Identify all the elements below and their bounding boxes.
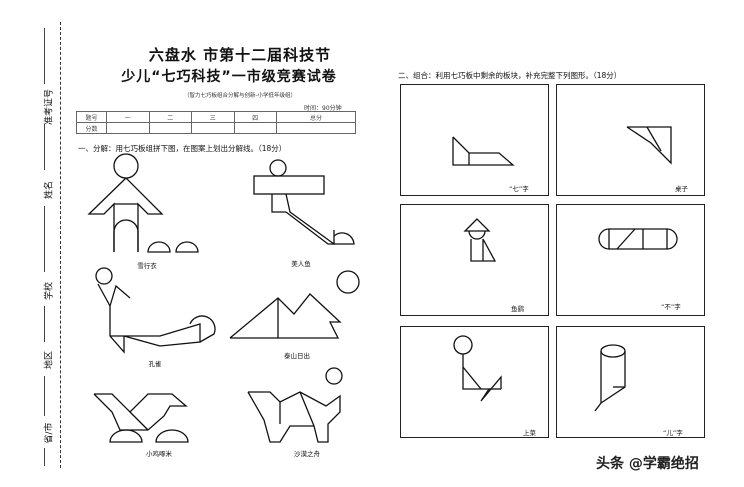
box-label: “七”字 [509, 185, 529, 193]
tangram-figure-peacock [95, 267, 216, 354]
score-cell: 题号 [76, 111, 107, 123]
score-cell: 二 [148, 111, 193, 123]
box-label: 桌子 [675, 185, 688, 193]
tangram-figure-taishan-sunrise [229, 270, 360, 339]
watermark: 头条 @学霸绝招 [596, 456, 699, 472]
score-input-cell[interactable] [276, 122, 356, 134]
section1-title: 一、分解：用七巧板组拼下图，在图案上划出分解线。（18分） [78, 144, 287, 153]
strip-label-school: 学校 [44, 281, 55, 301]
fold-line [60, 22, 61, 468]
strip-label-district: 地区 [44, 350, 55, 370]
box-label: 上菜 [523, 429, 536, 437]
paper-subtitle: （智力七巧板组合分解与创新-小学低年级组） [184, 93, 296, 99]
strip-line [44, 28, 45, 84]
figure-label-peacock: 孔雀 [148, 360, 162, 368]
figure-label-snow-coat: 雪行衣 [137, 262, 157, 270]
score-cell: 一 [106, 111, 150, 123]
strip-line [44, 306, 45, 342]
strip-line [44, 206, 45, 272]
score-cell: 四 [233, 111, 278, 123]
tangram-figure-chick-pecking [93, 393, 189, 443]
answer-box-table[interactable]: 桌子 [556, 84, 705, 196]
answer-box-er-character[interactable]: “儿”字 [556, 326, 705, 438]
exam-time: 时间：90分钟 [304, 105, 342, 112]
strip-line [44, 124, 45, 170]
section2-title: 二、组合：利用七巧板中剩余的板块，补充完整下列图形。（18分） [398, 71, 622, 80]
tangram-figure-desert-camel [247, 367, 343, 443]
score-input-cell[interactable] [233, 122, 278, 134]
answer-box-bu-character[interactable]: “不”字 [556, 204, 705, 316]
strip-line [44, 376, 45, 416]
strip-line [44, 448, 45, 466]
score-table-header-row: 题号 一 二 三 四 总分 [76, 111, 356, 123]
paper-title-line1: 六盘水 市第十二届科技节 [148, 46, 332, 64]
strip-label-name: 姓名 [44, 180, 55, 200]
strip-label-exam-no: 准考证号 [44, 88, 55, 126]
answer-box-qi-character[interactable]: “七”字 [400, 84, 549, 196]
figure-label-chick-pecking: 小鸡啄米 [146, 450, 172, 458]
score-cell: 总分 [276, 111, 356, 123]
score-input-cell[interactable] [148, 122, 193, 134]
tangram-figure-snow-coat [87, 153, 199, 253]
tangram-figure-mermaid [253, 159, 355, 246]
score-cell: 分数 [76, 122, 107, 134]
answer-box-serving-dish[interactable]: 上菜 [400, 326, 549, 438]
score-cell: 三 [191, 111, 235, 123]
answer-box-kingfisher[interactable]: 鱼鹞 [400, 204, 549, 316]
score-input-cell[interactable] [106, 122, 150, 134]
box-label: “儿”字 [663, 429, 683, 437]
score-table: 题号 一 二 三 四 总分 分数 [76, 111, 356, 134]
paper-title-line2: 少儿“七巧科技”一市级竞赛试卷 [121, 69, 337, 85]
strip-label-province-city: 省/市 [44, 422, 55, 444]
box-label: 鱼鹞 [511, 305, 524, 313]
box-label: “不”字 [661, 303, 681, 311]
score-input-cell[interactable] [191, 122, 235, 134]
figure-label-desert-camel: 沙漠之舟 [294, 450, 320, 458]
score-table-score-row: 分数 [76, 122, 356, 134]
figure-label-mermaid: 美人鱼 [291, 260, 311, 268]
figure-label-taishan-sunrise: 泰山日出 [284, 352, 310, 360]
